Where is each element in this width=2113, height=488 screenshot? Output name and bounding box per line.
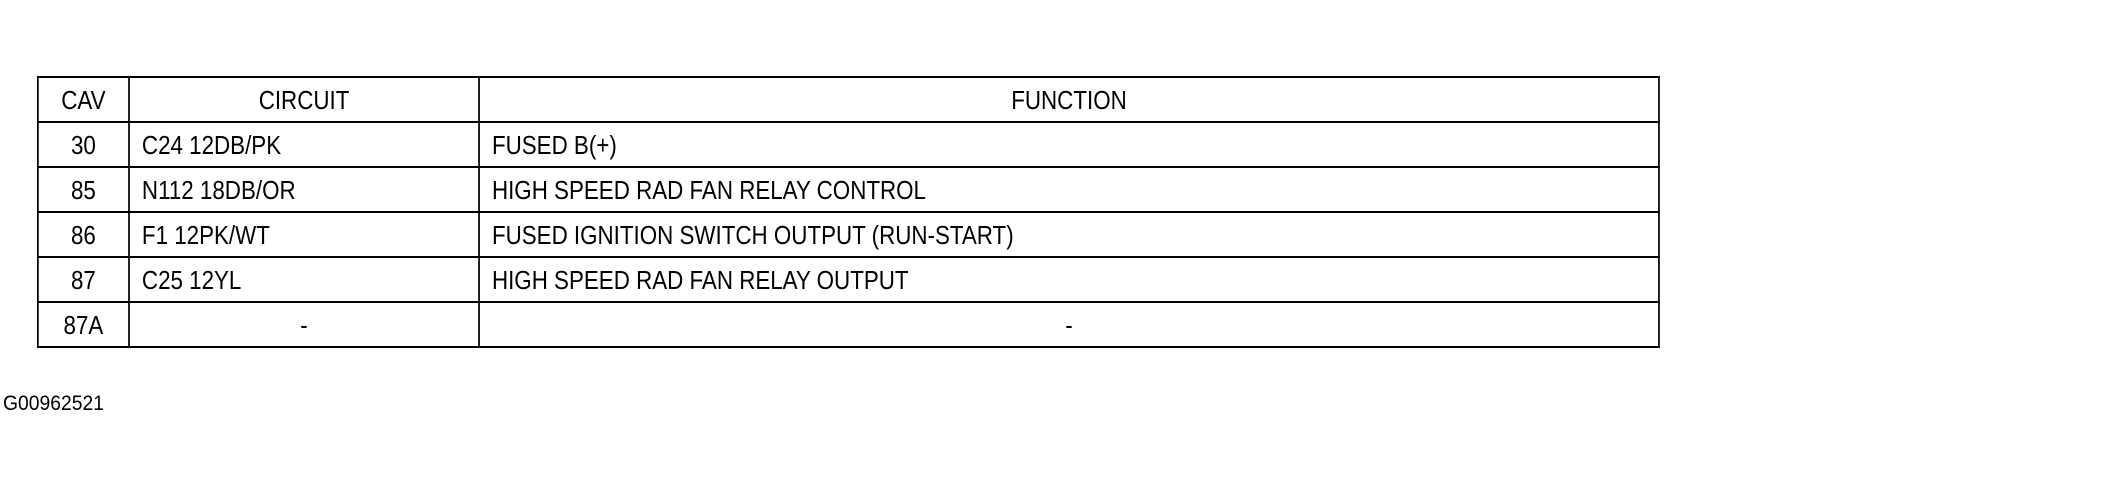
function-cell: HIGH SPEED RAD FAN RELAY CONTROL (478, 166, 1660, 213)
cav-cell: 87 (37, 256, 130, 303)
function-cell: HIGH SPEED RAD FAN RELAY OUTPUT (478, 256, 1660, 303)
connector-pinout-table-wrapper: CAV CIRCUIT FUNCTION 30 C24 12DB/PK FUSE… (37, 76, 1924, 348)
circuit-cell: C25 12YL (128, 256, 480, 303)
circuit-cell: N112 18DB/OR (128, 166, 480, 213)
table-header-row: CAV CIRCUIT FUNCTION (37, 76, 1660, 123)
function-cell: FUSED IGNITION SWITCH OUTPUT (RUN-START) (478, 211, 1660, 258)
cav-cell: 86 (37, 211, 130, 258)
circuit-cell: - (128, 301, 480, 348)
table-row: 87 C25 12YL HIGH SPEED RAD FAN RELAY OUT… (37, 256, 1660, 303)
connector-pinout-table: CAV CIRCUIT FUNCTION 30 C24 12DB/PK FUSE… (37, 76, 1660, 348)
circuit-cell: C24 12DB/PK (128, 121, 480, 168)
header-cav: CAV (37, 76, 130, 123)
cav-cell: 87A (37, 301, 130, 348)
header-function: FUNCTION (478, 76, 1660, 123)
function-cell: FUSED B(+) (478, 121, 1660, 168)
function-cell: - (478, 301, 1660, 348)
header-circuit: CIRCUIT (128, 76, 480, 123)
table-row: 86 F1 12PK/WT FUSED IGNITION SWITCH OUTP… (37, 211, 1660, 258)
table-row: 85 N112 18DB/OR HIGH SPEED RAD FAN RELAY… (37, 166, 1660, 213)
table-row: 30 C24 12DB/PK FUSED B(+) (37, 121, 1660, 168)
cav-cell: 85 (37, 166, 130, 213)
circuit-cell: F1 12PK/WT (128, 211, 480, 258)
table-row: 87A - - (37, 301, 1660, 348)
figure-id-label: G00962521 (3, 392, 104, 415)
cav-cell: 30 (37, 121, 130, 168)
